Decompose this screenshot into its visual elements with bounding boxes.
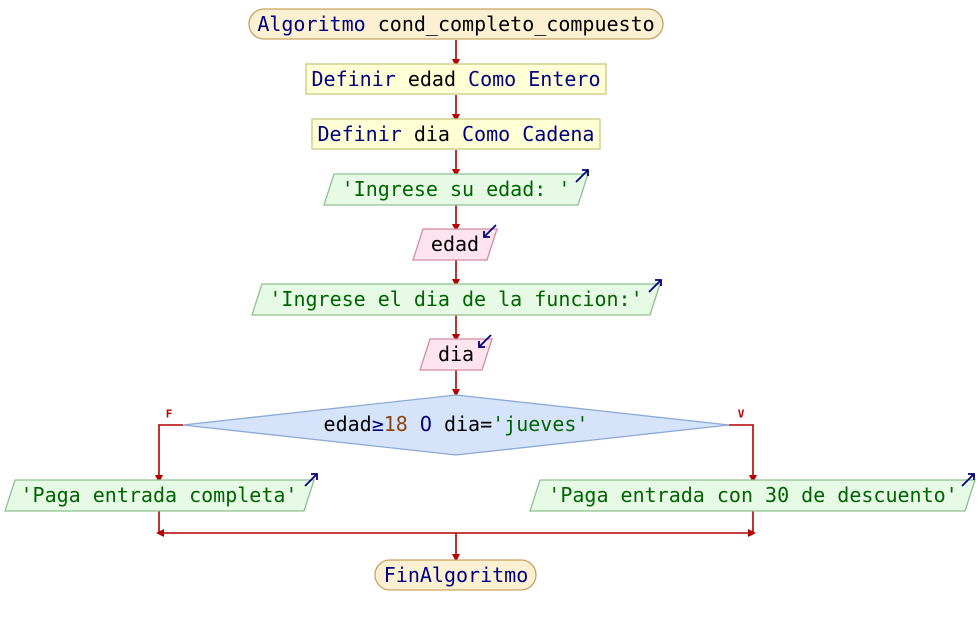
end-terminal (374, 559, 537, 591)
text-token: Algoritmo (257, 12, 377, 36)
text-token: 18 (384, 412, 408, 436)
output-arrow-icon (575, 169, 589, 183)
prompt-dia-label: 'Ingrese el dia de la funcion:' (269, 287, 642, 311)
output-arrow-icon (304, 473, 318, 487)
read-edad-box (412, 228, 498, 261)
output-true-box (529, 479, 976, 512)
prompt-dia-box (251, 283, 661, 316)
text-token: Definir (312, 67, 408, 91)
start-terminal (248, 8, 664, 40)
output-arrow-icon (648, 279, 662, 293)
define-edad-box (305, 63, 607, 95)
read-edad-label: edad (431, 232, 479, 256)
end-label: FinAlgoritmo (384, 563, 529, 587)
text-token: = (480, 412, 492, 436)
text-token: 'Ingrese el dia de la funcion:' (269, 287, 642, 311)
connector-decision-false (155, 424, 183, 483)
text-token: edad (431, 232, 479, 256)
text-token: dia (414, 122, 450, 146)
text-token: O (408, 412, 444, 436)
input-arrow-icon (478, 334, 492, 348)
output-arrow-icon (961, 473, 975, 487)
start-label: Algoritmo cond_completo_compuesto (257, 12, 654, 36)
text-token: dia (438, 342, 474, 366)
text-token: edad (408, 67, 456, 91)
text-token: FinAlgoritmo (384, 563, 529, 587)
read-dia-box (419, 338, 493, 371)
output-true-label: 'Paga entrada con 30 de descuento' (548, 483, 957, 507)
text-token: edad (324, 412, 372, 436)
merge-arrow-right (748, 529, 756, 537)
decision-diamond (182, 394, 730, 456)
define-edad-label: Definir edad Como Entero (312, 67, 601, 91)
text-token: cond_completo_compuesto (378, 12, 655, 36)
text-token: 'Paga entrada completa' (21, 483, 298, 507)
input-arrow-icon (483, 224, 497, 238)
text-token: Definir (318, 122, 414, 146)
read-dia-label: dia (438, 342, 474, 366)
prompt-edad-label: 'Ingrese su edad: ' (342, 177, 571, 201)
text-token: ≥ (372, 412, 384, 436)
text-token: 'Ingrese su edad: ' (342, 177, 571, 201)
true-branch-label: V (738, 408, 745, 421)
output-false-label: 'Paga entrada completa' (21, 483, 298, 507)
connectors (155, 40, 757, 562)
prompt-edad-box (323, 173, 589, 206)
define-dia-label: Definir dia Como Cadena (318, 122, 595, 146)
define-dia-box (311, 118, 601, 150)
text-token: 'Paga entrada con 30 de descuento' (548, 483, 957, 507)
decision-label: edad≥18 O dia='jueves' (324, 412, 589, 436)
text-token: dia (444, 412, 480, 436)
output-false-box (4, 479, 315, 512)
merge-arrow-left (156, 529, 164, 537)
false-branch-label: F (166, 408, 173, 421)
text-token: Como Cadena (450, 122, 595, 146)
connector-decision-true (729, 424, 757, 483)
text-token: 'jueves' (492, 412, 588, 436)
text-token: Como Entero (456, 67, 601, 91)
